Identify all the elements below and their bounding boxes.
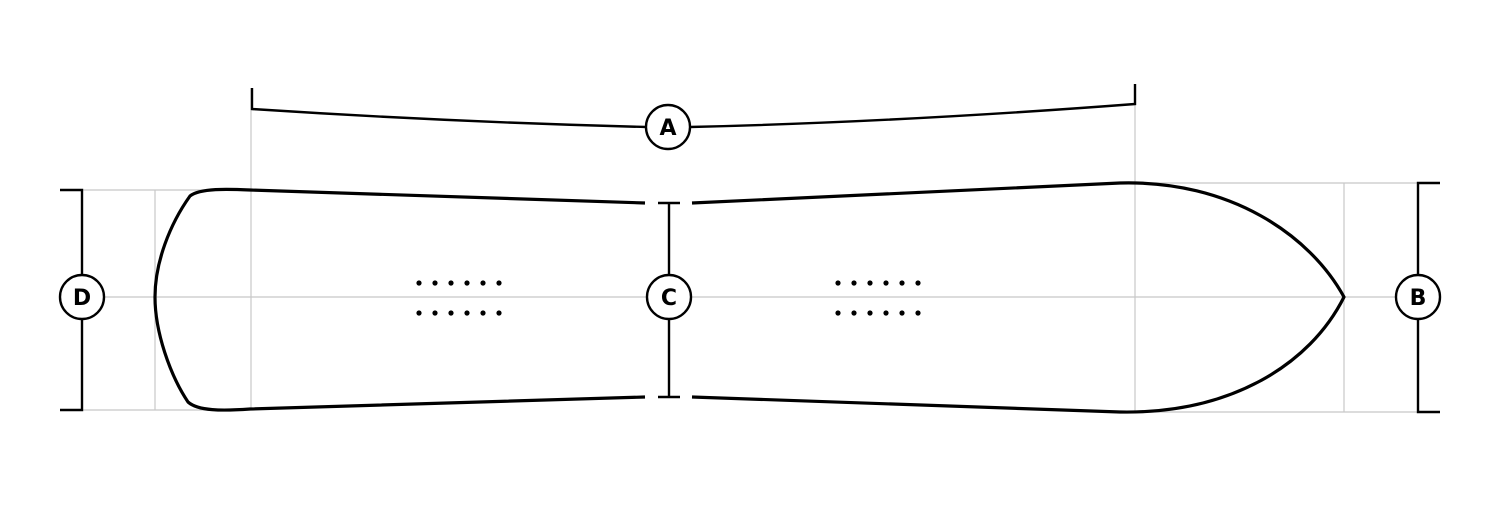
board-outline-right: [691, 181, 1346, 414]
insert-hole: [867, 310, 873, 316]
insert-hole: [416, 280, 422, 286]
insert-hole: [867, 280, 873, 286]
label-c-circle: [645, 273, 693, 321]
dimension-b: [1394, 181, 1442, 414]
insert-hole: [464, 280, 470, 286]
insert-hole: [480, 310, 486, 316]
label-a: A: [659, 116, 676, 141]
dimension-b-bracket: [1416, 181, 1440, 414]
label-d: D: [73, 286, 91, 311]
insert-hole: [496, 310, 502, 316]
insert-hole: [835, 310, 841, 316]
insert-hole: [851, 310, 857, 316]
board-outline-left: [153, 187, 646, 412]
insert-hole: [899, 310, 905, 316]
insert-hole: [432, 280, 438, 286]
insert-hole: [448, 280, 454, 286]
insert-hole: [915, 280, 921, 286]
insert-hole: [496, 280, 502, 286]
insert-hole: [851, 280, 857, 286]
insert-hole: [883, 280, 889, 286]
insert-hole: [432, 310, 438, 316]
insert-hole: [835, 280, 841, 286]
insert-hole: [899, 280, 905, 286]
label-d-circle: [58, 273, 106, 321]
dimension-c: [645, 201, 693, 399]
dimension-c-bracket: [658, 201, 680, 399]
board-outline: [153, 181, 1346, 414]
label-c: C: [661, 286, 677, 311]
dimension-d: [58, 188, 106, 412]
insert-holes-rear: [416, 280, 502, 316]
insert-hole: [480, 280, 486, 286]
insert-hole: [915, 310, 921, 316]
insert-hole: [448, 310, 454, 316]
dimension-a: [250, 84, 1137, 151]
insert-hole: [883, 310, 889, 316]
label-a-circle: [644, 103, 692, 151]
dimension-d-bracket: [60, 188, 84, 412]
insert-hole: [464, 310, 470, 316]
label-b: B: [1410, 286, 1427, 311]
insert-holes-front: [835, 280, 921, 316]
guide-lines: [60, 88, 1440, 413]
dimension-a-bracket: [250, 84, 1137, 129]
insert-hole: [416, 310, 422, 316]
label-b-circle: [1394, 273, 1442, 321]
